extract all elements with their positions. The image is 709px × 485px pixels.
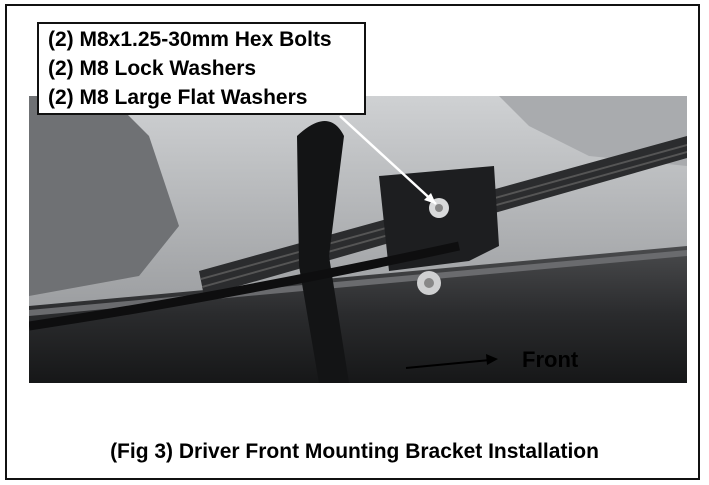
front-arrow-line: [405, 359, 491, 369]
figure-caption: (Fig 3) Driver Front Mounting Bracket In…: [110, 440, 599, 463]
hardware-callout: (2) M8x1.25-30mm Hex Bolts (2) M8 Lock W…: [37, 22, 366, 115]
mounting-bracket: [379, 166, 499, 271]
installation-photo: [29, 96, 687, 383]
photo-illustration: [29, 96, 687, 383]
hose: [29, 241, 460, 331]
frame-rail: [29, 246, 687, 383]
callout-line-bolts: (2) M8x1.25-30mm Hex Bolts: [48, 28, 332, 51]
front-label: Front: [522, 347, 579, 372]
right-arrow-icon: [486, 354, 498, 365]
leader-line-arrow-icon: [424, 193, 436, 204]
upper-panel: [499, 96, 687, 166]
strap: [297, 121, 349, 383]
wheel-well-shadow: [29, 96, 179, 296]
callout-line-flat-washers: (2) M8 Large Flat Washers: [48, 86, 308, 109]
leader-line: [339, 115, 437, 205]
callout-line-lock-washers: (2) M8 Lock Washers: [48, 57, 257, 80]
